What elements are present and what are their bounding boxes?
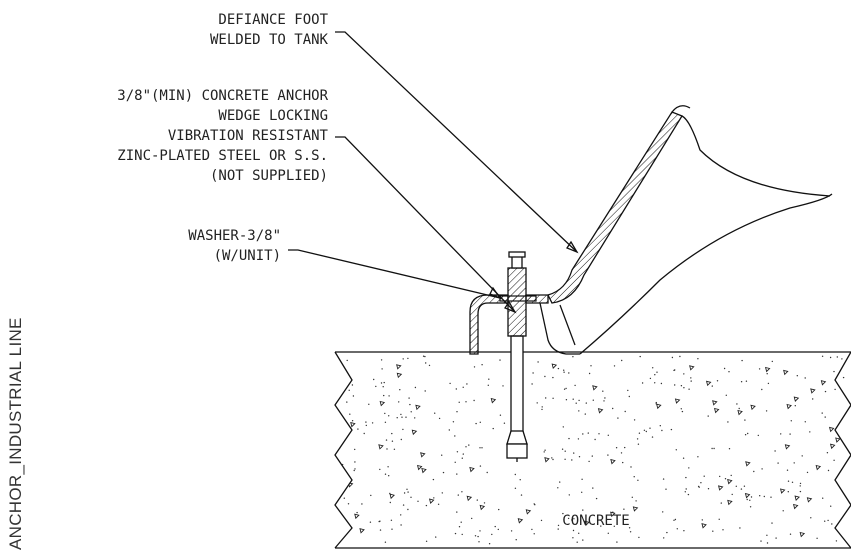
callout-anchor-line5: (NOT SUPPLIED) — [210, 168, 328, 184]
concrete-aggregate — [339, 355, 845, 545]
concrete-label: CONCRETE — [562, 513, 629, 529]
leader-lines — [288, 31, 579, 314]
concrete-anchor-bolt — [506, 251, 528, 462]
callout-washer-line2: (W/UNIT) — [214, 248, 281, 264]
callout-anchor-line3: VIBRATION RESISTANT — [168, 128, 329, 144]
callout-foot-line2: WELDED TO TANK — [210, 32, 329, 48]
tank-wall — [547, 105, 833, 355]
callout-foot: DEFIANCE FOOT WELDED TO TANK — [210, 12, 329, 48]
callout-foot-line1: DEFIANCE FOOT — [218, 12, 328, 28]
callout-anchor: 3/8"(MIN) CONCRETE ANCHOR WEDGE LOCKING … — [117, 88, 328, 184]
callout-washer-line1: WASHER-3/8" — [188, 228, 281, 244]
callout-anchor-line4: ZINC-PLATED STEEL OR S.S. — [117, 148, 328, 164]
callout-anchor-line2: WEDGE LOCKING — [218, 108, 328, 124]
callout-anchor-line1: 3/8"(MIN) CONCRETE ANCHOR — [117, 88, 328, 104]
callout-washer: WASHER-3/8" (W/UNIT) — [188, 228, 281, 264]
concrete-slab — [334, 351, 851, 549]
